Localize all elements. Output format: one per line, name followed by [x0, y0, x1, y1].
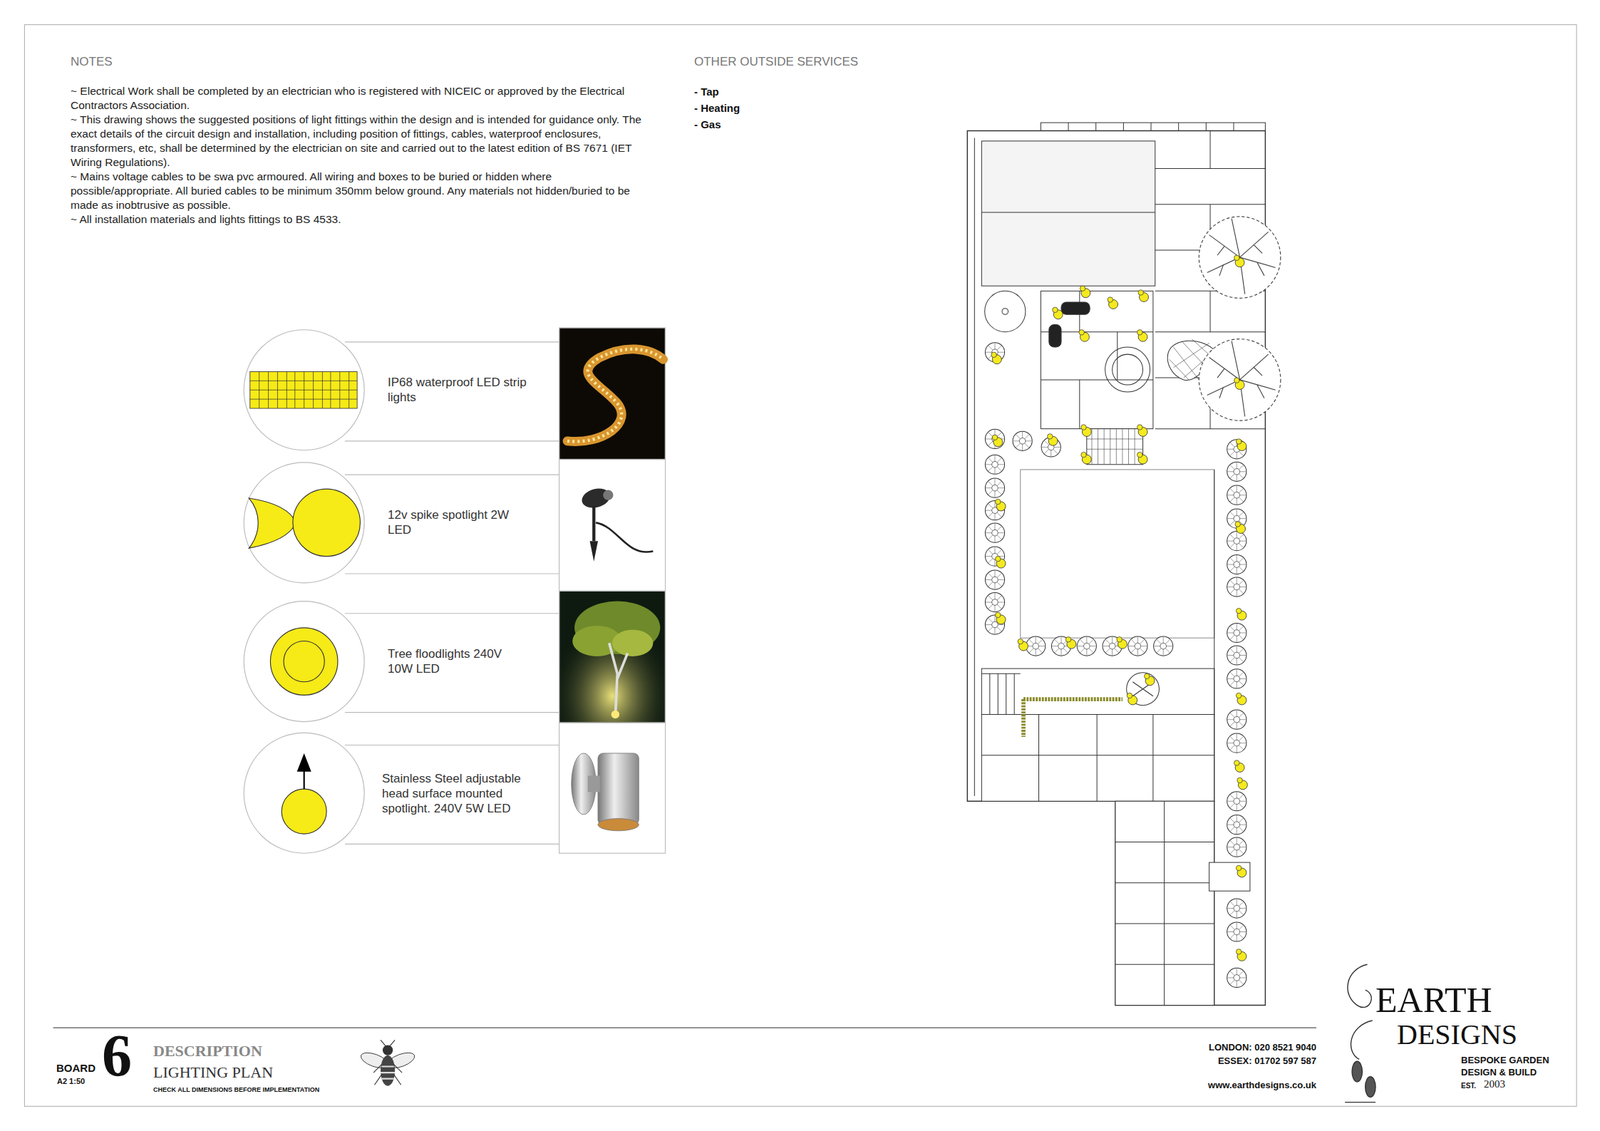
strip-light-symbol	[250, 371, 358, 409]
notes-heading: NOTES	[70, 54, 113, 70]
note-text: ~ Mains voltage cables to be swa pvc arm…	[70, 169, 645, 213]
logo-ornament	[1344, 964, 1376, 1102]
scale-label: A2 1:50	[57, 1076, 85, 1086]
logo-word: DESIGNS	[1396, 1020, 1518, 1050]
spike-spotlight-photo	[579, 485, 653, 561]
note-text: ~ All installation materials and lights …	[70, 212, 645, 227]
board-label: BOARD	[56, 1061, 96, 1075]
tree-floodlight-symbol	[270, 627, 338, 695]
logo-est: EST.	[1461, 1081, 1476, 1090]
light-positions	[991, 255, 1248, 961]
surface-spotlight-photo	[571, 753, 639, 832]
drawing-title: LIGHTING PLAN	[153, 1063, 273, 1082]
service-item: - Gas	[694, 118, 722, 131]
strip-light-photo	[559, 328, 665, 459]
website: www.earthdesigns.co.uk	[1208, 1079, 1317, 1091]
phone-number: ESSEX: 01702 597 587	[1217, 1055, 1317, 1067]
logo-year: 2003	[1483, 1078, 1506, 1091]
logo-word: EARTH	[1375, 982, 1493, 1018]
logo-tagline: DESIGN & BUILD	[1461, 1066, 1537, 1078]
services-heading: OTHER OUTSIDE SERVICES	[694, 54, 859, 70]
legend-text: Tree floodlights 240V 10W LED	[387, 646, 524, 677]
description-heading: DESCRIPTION	[153, 1041, 263, 1061]
note-text: ~ This drawing shows the suggested posit…	[70, 112, 645, 170]
check-note: CHECK ALL DIMENSIONS BEFORE IMPLEMENTATI…	[153, 1086, 320, 1094]
notes-block: ~ Electrical Work shall be completed by …	[70, 84, 645, 227]
legend-text: IP68 waterproof LED strip lights	[387, 374, 541, 405]
tree-floodlight-photo	[559, 591, 665, 722]
logo-tagline: BESPOKE GARDEN	[1461, 1054, 1550, 1066]
legend-text: Stainless Steel adjustable head surface …	[382, 771, 543, 817]
service-item: - Tap	[694, 85, 720, 98]
trees	[1198, 216, 1281, 421]
surface-spotlight-symbol	[281, 753, 327, 834]
service-item: - Heating	[694, 101, 740, 115]
strip-light-run	[1023, 699, 1123, 737]
title-rule	[52, 1027, 1317, 1029]
board-number: 6	[101, 1026, 132, 1087]
planting	[984, 342, 1247, 988]
spike-spotlight-symbol	[248, 488, 360, 556]
legend-text: 12v spike spotlight 2W LED	[387, 507, 527, 538]
legend-symbols	[243, 327, 665, 854]
phone-number: LONDON: 020 8521 9040	[1208, 1041, 1317, 1053]
note-text: ~ Electrical Work shall be completed by …	[70, 84, 645, 113]
page-frame	[24, 24, 1577, 1107]
bee-icon	[359, 1039, 417, 1086]
